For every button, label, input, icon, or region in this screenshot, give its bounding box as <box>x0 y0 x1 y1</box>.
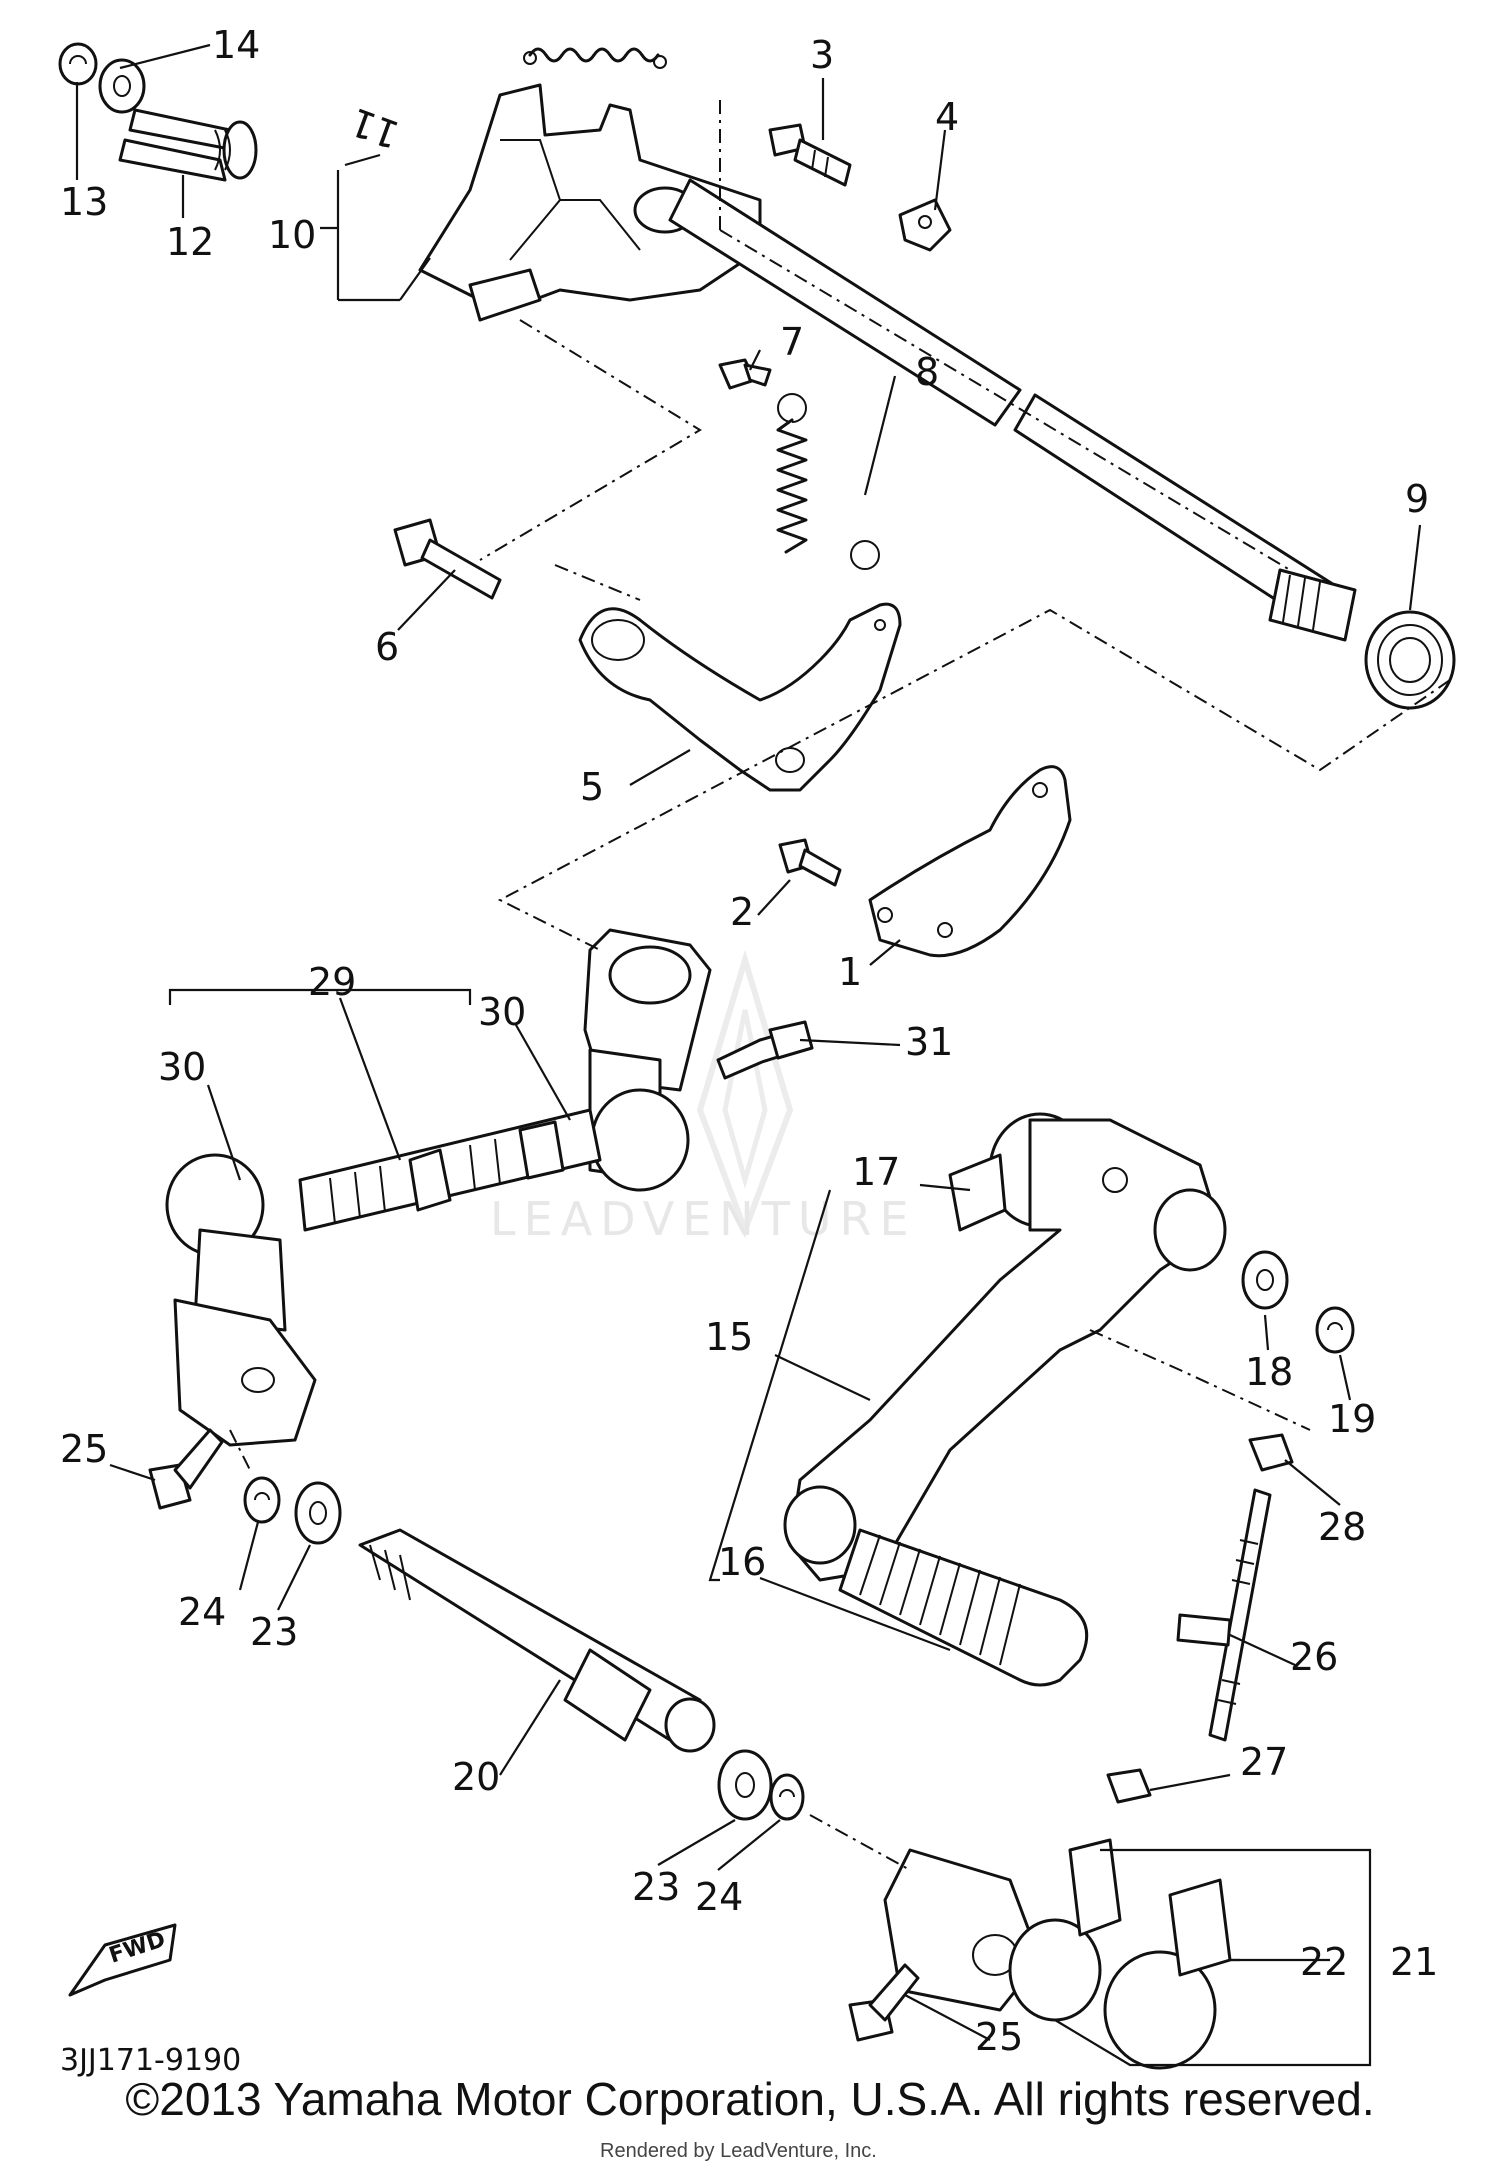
diagram-code: 3JJ171-9190 <box>60 2043 241 2078</box>
callout-10: 10 <box>268 213 316 257</box>
callout-28: 28 <box>1318 1505 1366 1549</box>
callout-8: 8 <box>915 350 939 394</box>
callout-26: 26 <box>1290 1635 1338 1679</box>
callout-11: 11 <box>344 99 404 157</box>
part-4-clip <box>898 198 952 252</box>
part-13-circlip <box>58 42 98 86</box>
copyright-notice: ©2013 Yamaha Motor Corporation, U.S.A. A… <box>125 2073 1375 2125</box>
callout-30-left: 30 <box>158 1045 206 1089</box>
part-21-rod-end <box>1103 1878 1232 2070</box>
part-17-pin <box>948 1153 1007 1232</box>
part-18-washer <box>1241 1250 1289 1310</box>
callout-20: 20 <box>452 1755 500 1799</box>
callout-27: 27 <box>1240 1740 1288 1784</box>
callout-18: 18 <box>1245 1350 1293 1394</box>
callout-12: 12 <box>166 220 214 264</box>
callout-17: 17 <box>852 1150 900 1194</box>
part-1-bracket <box>868 765 1072 958</box>
dashed-assembly-lines <box>229 100 1451 1871</box>
part-19-circlip <box>1315 1306 1355 1354</box>
watermark-text: LEADVENTURE <box>490 1192 917 1246</box>
part-6-bolt <box>393 518 502 600</box>
callout-30-right: 30 <box>478 990 526 1034</box>
part-11-spring <box>523 47 667 69</box>
callout-3: 3 <box>810 33 834 77</box>
callout-15: 15 <box>705 1315 753 1359</box>
part-29-adjuster-rod <box>298 1108 602 1232</box>
callout-14: 14 <box>212 23 260 67</box>
part-30-rod-end-lower <box>165 1153 317 1447</box>
part-28-nut <box>1248 1433 1294 1472</box>
part-24-circlip-upper <box>243 1476 281 1524</box>
callout-6: 6 <box>375 625 399 669</box>
callout-1: 1 <box>838 950 862 994</box>
part-22-lever-block <box>883 1838 1122 2022</box>
part-12-pin-spring <box>118 108 258 182</box>
part-23-washer-upper <box>294 1481 342 1545</box>
part-16-foot-rubber <box>838 1528 1089 1687</box>
callout-4: 4 <box>935 95 959 139</box>
callout-7: 7 <box>780 320 804 364</box>
part-27-nut <box>1106 1768 1152 1804</box>
part-30-rod-end-upper <box>583 928 712 1192</box>
watermark: LEADVENTURE <box>490 949 917 1246</box>
part-26-bolt <box>1176 1488 1272 1742</box>
part-25-bolt-lower <box>848 1963 920 2042</box>
callout-23-lower: 23 <box>632 1865 680 1909</box>
callout-16: 16 <box>718 1540 766 1584</box>
bracket-lines <box>168 170 1372 2067</box>
part-15-shift-pedal <box>783 1112 1227 1582</box>
leader-lines <box>75 43 1422 2041</box>
rendered-by-note: Rendered by LeadVenture, Inc. <box>600 2140 877 2162</box>
callout-5: 5 <box>580 765 604 809</box>
part-7-pin <box>718 358 772 390</box>
part-31-bolt <box>716 1020 814 1080</box>
part-8-spring <box>776 393 880 570</box>
callout-13: 13 <box>60 180 108 224</box>
callout-25-upper: 25 <box>60 1427 108 1471</box>
callout-2: 2 <box>730 890 754 934</box>
callout-24-upper: 24 <box>178 1590 226 1634</box>
part-23-washer-lower <box>717 1749 773 1821</box>
callout-23-upper: 23 <box>250 1610 298 1654</box>
part-3-bolt <box>768 123 852 187</box>
callout-22: 22 <box>1300 1940 1348 1984</box>
part-24-circlip-lower <box>769 1773 805 1821</box>
callout-9: 9 <box>1405 477 1429 521</box>
part-5-shift-lever <box>578 602 902 792</box>
callout-24-lower: 24 <box>695 1875 743 1919</box>
callout-21: 21 <box>1390 1940 1438 1984</box>
callout-19: 19 <box>1328 1397 1376 1441</box>
part-20-shaft <box>358 1528 716 1753</box>
part-14-washer <box>98 58 146 114</box>
part-2-bolt <box>778 838 842 887</box>
part-25-bolt-upper <box>148 1428 224 1510</box>
part-9-shift-shaft <box>668 178 1456 710</box>
callout-25-lower: 25 <box>975 2015 1023 2059</box>
fwd-arrow-icon: FWD <box>68 1923 177 1997</box>
callout-31: 31 <box>905 1020 953 1064</box>
callout-29: 29 <box>308 960 356 1004</box>
